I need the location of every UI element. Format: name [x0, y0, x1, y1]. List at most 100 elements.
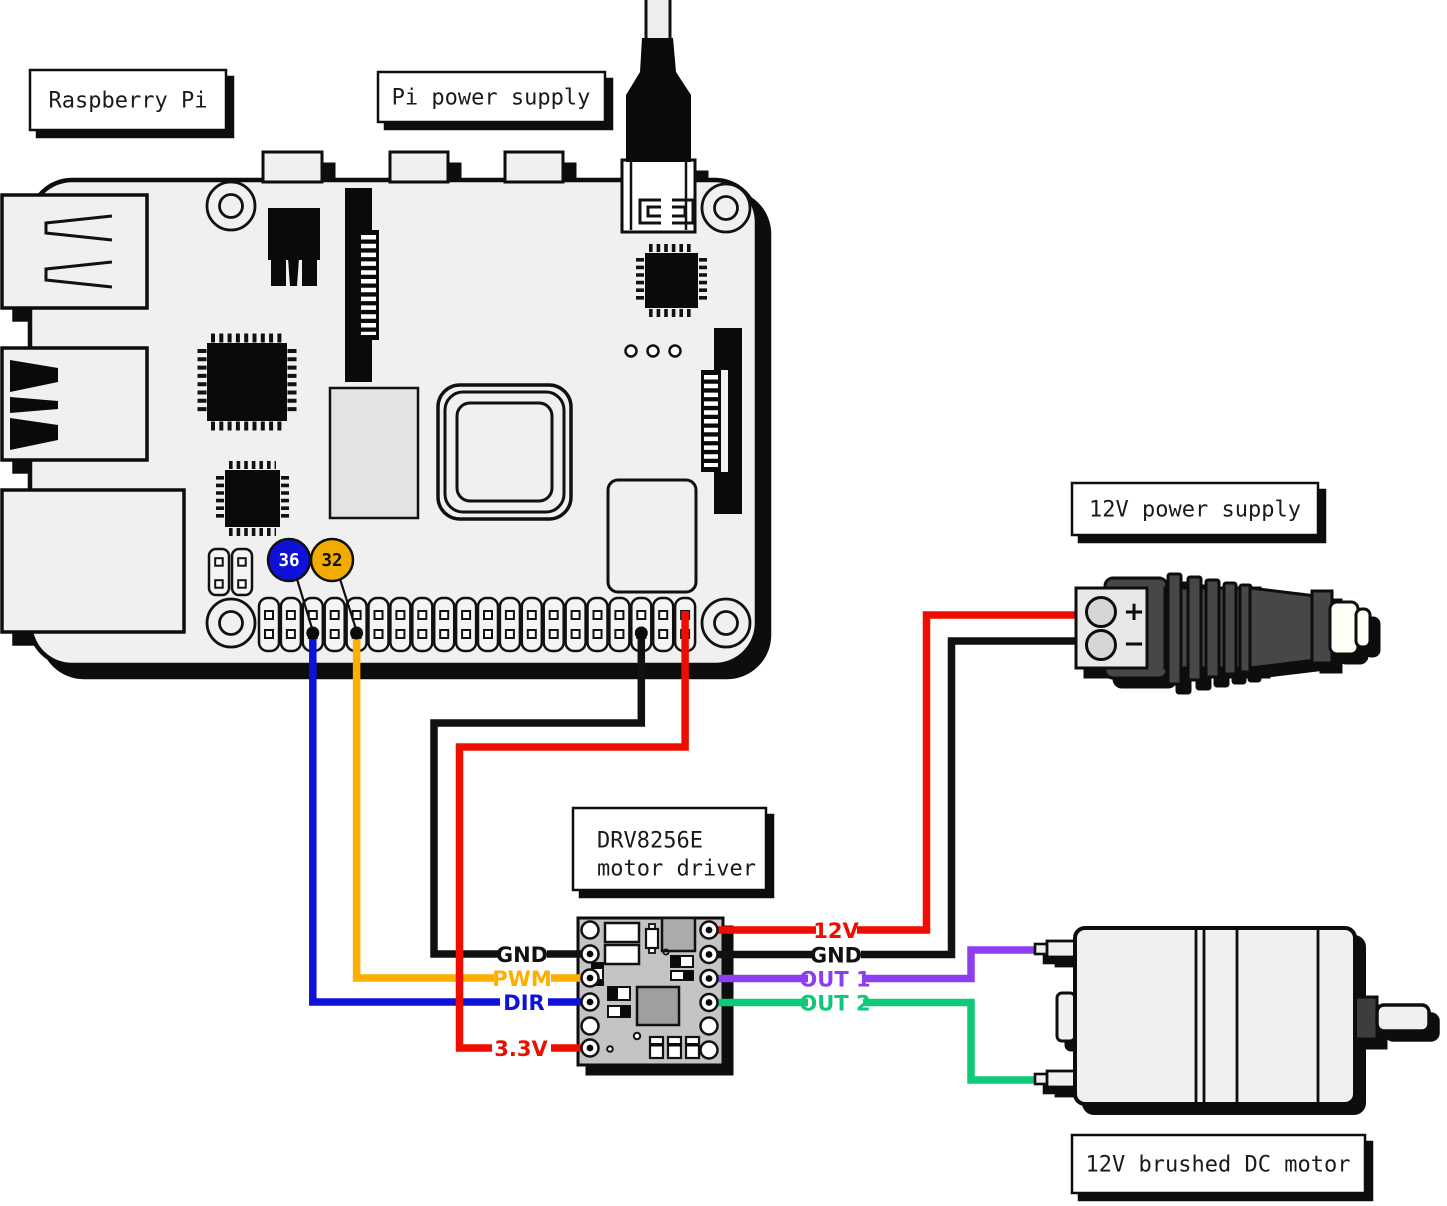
wire-out1 — [863, 946, 1052, 983]
chip-qfp-large — [197, 333, 297, 431]
av-jack — [268, 208, 320, 286]
wires — [309, 611, 1082, 1084]
gpio-pin — [432, 596, 456, 653]
wire-labels: GND PWM DIR 3.3V 12V GND OUT 1 OUT 2 — [492, 919, 870, 1061]
driver-crystal — [644, 923, 660, 954]
psu-plus-label: + — [1123, 597, 1145, 627]
psu-terminal-screw-minus — [1085, 629, 1117, 661]
driver-label-line1: DRV8256E — [597, 829, 703, 854]
wire-dir — [309, 633, 500, 1006]
psu-12v-label: 12V power supply — [1089, 498, 1301, 523]
driver-resistor-2 — [670, 970, 694, 981]
power-plug-body — [626, 38, 691, 162]
chip-qfp-usb-controller — [636, 244, 707, 317]
driver-output-caps — [648, 1035, 701, 1060]
wire-label-gnd-right: GND — [810, 944, 862, 968]
wire-dot-pin36 — [306, 626, 320, 640]
hdmi-port-2 — [503, 150, 565, 184]
psu-barrel-tip — [1328, 600, 1360, 656]
wire-dot-pin32 — [350, 626, 364, 640]
gpio-pin — [520, 596, 544, 653]
driver-pad — [580, 920, 600, 940]
dc-motor — [1033, 926, 1431, 1106]
dsi-connector — [701, 328, 742, 514]
driver-label-line2: motor driver — [597, 857, 756, 882]
usb-contacts-top — [44, 214, 113, 289]
soc-chip — [436, 383, 573, 521]
driver-pad — [699, 1040, 719, 1060]
label-raspberry-pi: Raspberry Pi — [28, 68, 228, 132]
usbc-detail — [629, 162, 695, 230]
wire-label-3v3: 3.3V — [494, 1037, 548, 1061]
gpio-pin — [323, 596, 346, 653]
wire-label-out1: OUT 1 — [799, 968, 870, 992]
driver-via — [606, 1045, 614, 1053]
psu-terminal-screw-plus — [1085, 596, 1117, 628]
wire-3v3 — [455, 611, 689, 1052]
pi-components: 36 32 — [10, 0, 752, 653]
driver-resistor-1 — [670, 955, 694, 968]
psu-12v: + − — [1074, 572, 1372, 686]
psu-barrel-cap — [1354, 607, 1372, 649]
driver-pad — [580, 1016, 600, 1036]
gpio-wire-dots — [306, 626, 648, 640]
test-pads — [624, 344, 682, 358]
mounting-hole — [700, 182, 752, 234]
badge-36-text: 36 — [278, 551, 299, 571]
label-dc-motor: 12V brushed DC motor — [1070, 1133, 1367, 1195]
motor-seams — [1194, 930, 1320, 1102]
chip-qfp-small — [216, 461, 289, 536]
wire-gnd-left — [430, 633, 646, 958]
gpio-pin — [564, 596, 587, 653]
motor-shaft-hub — [1353, 995, 1379, 1041]
dc-motor-label: 12V brushed DC motor — [1086, 1153, 1351, 1178]
av-jack-stub — [261, 150, 324, 184]
wire-12v — [857, 611, 1082, 934]
jumper-block — [207, 547, 254, 597]
usb-port-top — [0, 193, 149, 310]
gpio-pin — [476, 596, 500, 653]
driver-resistor-4 — [607, 986, 631, 1001]
driver-components — [580, 916, 719, 1060]
wire-label-out2: OUT 2 — [799, 992, 870, 1016]
mounting-hole — [700, 597, 752, 649]
wire-out2 — [863, 998, 1052, 1084]
pi-power-supply-label: Pi power supply — [392, 86, 591, 111]
motor-shaft — [1375, 1003, 1431, 1033]
gpio-pin — [454, 596, 478, 653]
mounting-hole — [205, 180, 257, 232]
motor-terminal-top — [1033, 939, 1077, 959]
gpio-pin — [389, 596, 412, 653]
driver-resistor-5 — [607, 1005, 631, 1018]
wire-label-gnd-left: GND — [496, 943, 548, 967]
wire-label-dir: DIR — [503, 991, 544, 1015]
ethernet-port — [0, 488, 186, 634]
wire-dot-gnd — [634, 626, 648, 640]
hdmi-port-1 — [388, 150, 450, 184]
driver-pad-dots — [586, 926, 713, 1052]
gpio-pin — [367, 596, 390, 653]
usbc-contact-right — [672, 198, 695, 225]
wire-label-pwm: PWM — [492, 967, 551, 991]
gpio-header — [257, 596, 697, 653]
gpio-pin — [586, 596, 609, 653]
psu-minus-label: − — [1123, 629, 1145, 659]
gpio-pin — [279, 596, 303, 653]
gpio-pin — [608, 596, 631, 653]
motor-body — [1073, 926, 1357, 1106]
motor-terminal-bottom — [1033, 1069, 1077, 1089]
label-12v-power-supply: 12V power supply — [1070, 481, 1320, 537]
pi-power-plug — [626, 0, 691, 162]
ram-chip — [328, 386, 420, 520]
label-motor-driver: DRV8256E motor driver — [571, 806, 768, 892]
mounting-hole — [205, 597, 257, 649]
wire-pwm — [352, 633, 494, 982]
gpio-pin — [542, 596, 565, 653]
motor-mount-tab — [1055, 991, 1077, 1043]
power-cable — [644, 0, 672, 42]
driver-cap-1 — [603, 921, 641, 944]
pin-badge-32: 32 — [309, 537, 358, 632]
gpio-pin — [651, 596, 675, 653]
